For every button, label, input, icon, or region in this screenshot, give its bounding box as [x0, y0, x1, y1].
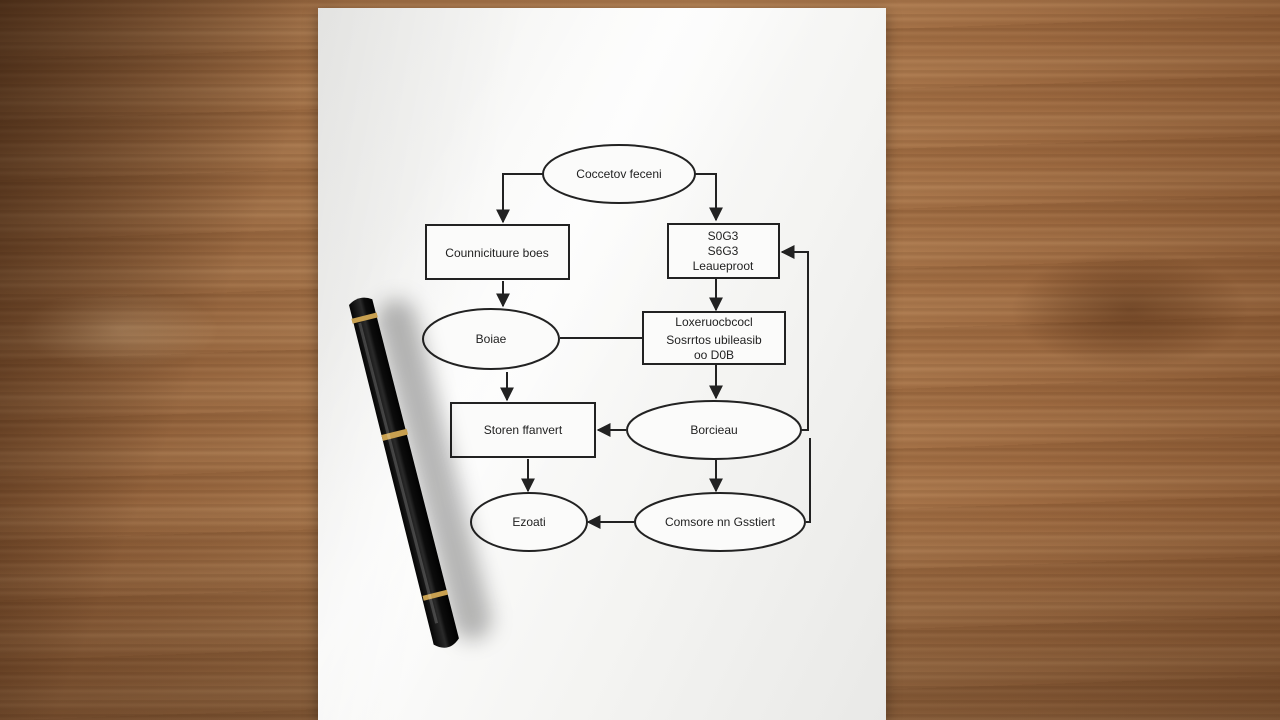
pen-band-bottom: [422, 589, 449, 601]
node-mid-right-box-line-2: Sosrrtos ubileasib: [666, 333, 762, 347]
node-top-label: Coccetov feceni: [576, 167, 661, 181]
node-mid-right-box-line-1: Loxeruocbcocl: [675, 315, 752, 329]
node-box-lower-left-label: Storen ffanvert: [484, 423, 563, 437]
node-top: Coccetov feceni: [542, 144, 696, 204]
node-right-box: S0G3 S6G3 Leaueproot: [667, 223, 780, 279]
connector-lines: [496, 173, 811, 529]
node-ellipse-right-label: Borcieau: [690, 423, 737, 437]
node-left-box-label: Counnicituure boes: [445, 246, 548, 260]
node-mid-right-box: Loxeruocbcocl Sosrrtos ubileasib oo D0B: [642, 311, 786, 365]
node-left-box: Counnicituure boes: [425, 224, 570, 280]
node-mid-right-box-line-3: oo D0B: [694, 348, 734, 362]
node-right-box-line-3: Leaueproot: [693, 259, 754, 273]
node-ellipse-left-label: Boiae: [476, 332, 507, 346]
node-right-box-line-2: S6G3: [708, 244, 739, 258]
node-bottom-right-label: Comsore nn Gsstiert: [665, 515, 776, 529]
node-bottom-left-label: Ezoati: [512, 515, 545, 529]
node-bottom-right: Comsore nn Gsstiert: [634, 492, 806, 552]
node-bottom-left: Ezoati: [470, 492, 588, 552]
paper-light: [318, 8, 886, 720]
pen-band-middle: [381, 428, 409, 441]
node-box-lower-left: Storen ffanvert: [450, 402, 596, 458]
pen-band-top: [351, 312, 378, 324]
node-ellipse-right: Borcieau: [626, 400, 802, 460]
node-ellipse-left: Boiae: [422, 308, 560, 370]
node-right-box-line-1: S0G3: [708, 229, 739, 243]
